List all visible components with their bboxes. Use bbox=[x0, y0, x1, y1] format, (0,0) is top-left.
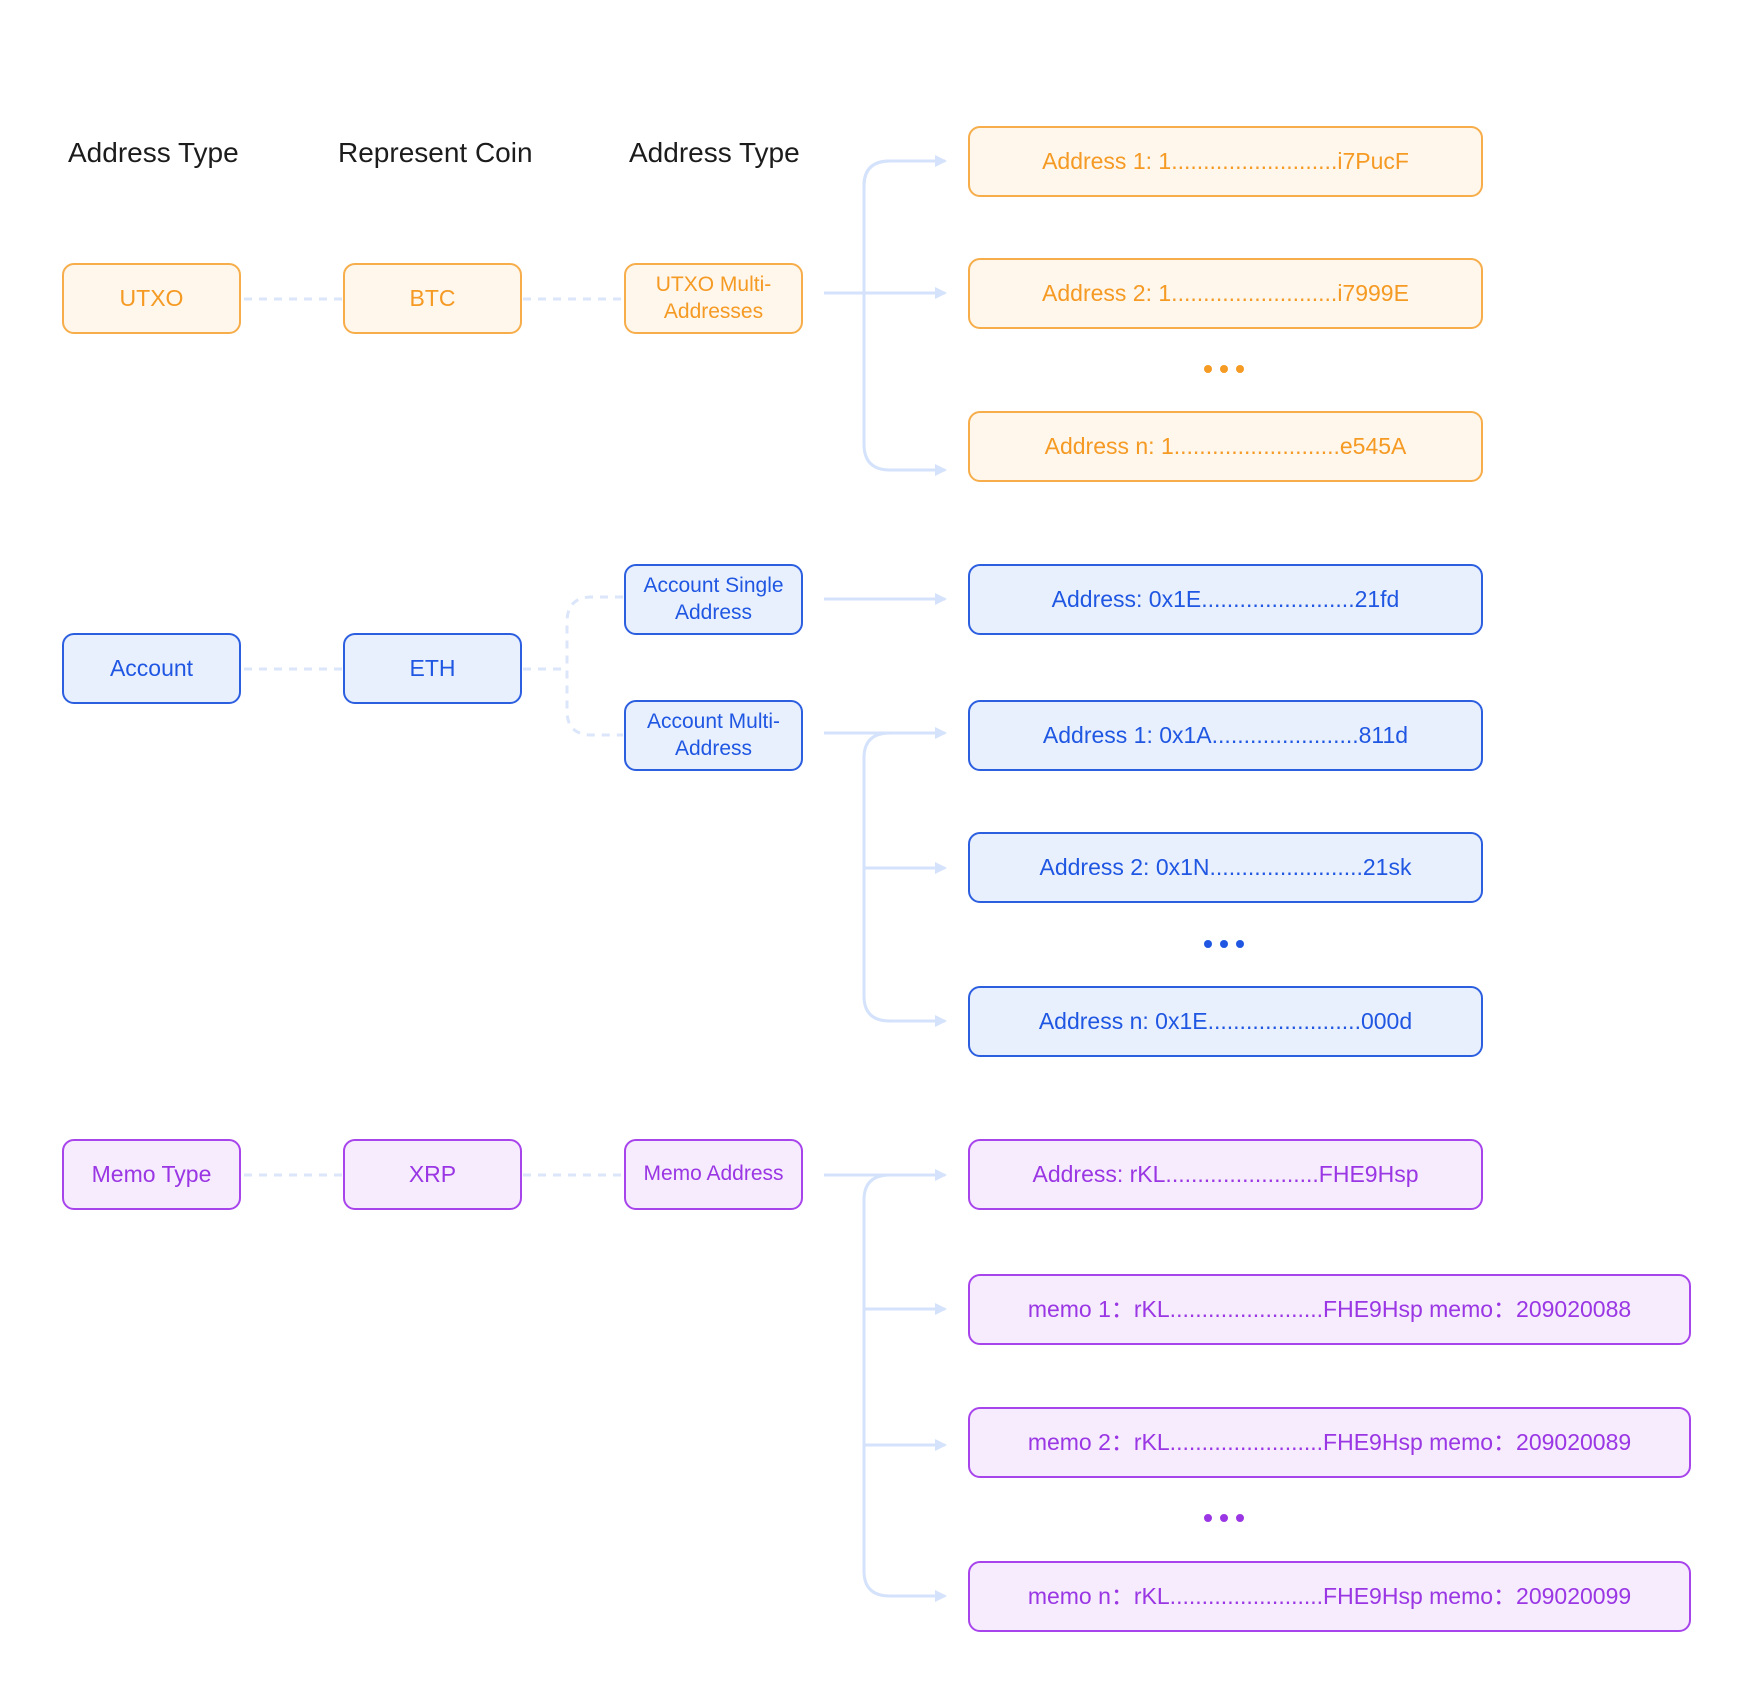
account-address-1: Address 1: 0x1A.......................81… bbox=[968, 700, 1483, 771]
account-type-node: Account bbox=[62, 633, 241, 704]
memo-type-node: Memo Type bbox=[62, 1139, 241, 1210]
arrow-connector bbox=[862, 159, 947, 476]
account-multi-type-node: Account Multi- Address bbox=[624, 700, 803, 771]
arrow-connector bbox=[862, 731, 947, 1027]
arrow-connector bbox=[862, 155, 947, 187]
account-address-2: Address 2: 0x1N........................2… bbox=[968, 832, 1483, 903]
utxo-ellipsis-icon bbox=[1195, 362, 1255, 376]
account-address-n: Address n: 0x1E........................0… bbox=[968, 986, 1483, 1057]
memo-base-address: Address: rKL........................FHE9… bbox=[968, 1139, 1483, 1210]
memo-address-n: memo n：rKL........................FHE9Hs… bbox=[968, 1561, 1691, 1632]
utxo-address-2: Address 2: 1..........................i7… bbox=[968, 258, 1483, 329]
utxo-address-1: Address 1: 1..........................i7… bbox=[968, 126, 1483, 197]
arrow-connector bbox=[862, 1173, 947, 1602]
btc-coin-node: BTC bbox=[343, 263, 522, 334]
dashed-connector bbox=[565, 595, 623, 737]
header-address-type-2: Address Type bbox=[629, 137, 800, 168]
eth-coin-node: ETH bbox=[343, 633, 522, 704]
utxo-address-n: Address n: 1..........................e5… bbox=[968, 411, 1483, 482]
header-address-type: Address Type bbox=[68, 137, 239, 168]
utxo-type-node: UTXO bbox=[62, 263, 241, 334]
memo-address-1: memo 1：rKL........................FHE9Hs… bbox=[968, 1274, 1691, 1345]
account-single-address: Address: 0x1E........................21f… bbox=[968, 564, 1483, 635]
memo-address-type-node: Memo Address bbox=[624, 1139, 803, 1210]
utxo-address-type-node: UTXO Multi- Addresses bbox=[624, 263, 803, 334]
xrp-coin-node: XRP bbox=[343, 1139, 522, 1210]
memo-address-2: memo 2：rKL........................FHE9Hs… bbox=[968, 1407, 1691, 1478]
account-ellipsis-icon bbox=[1195, 937, 1255, 951]
memo-ellipsis-icon bbox=[1195, 1511, 1255, 1525]
account-single-type-node: Account Single Address bbox=[624, 564, 803, 635]
header-represent-coin: Represent Coin bbox=[338, 137, 533, 168]
